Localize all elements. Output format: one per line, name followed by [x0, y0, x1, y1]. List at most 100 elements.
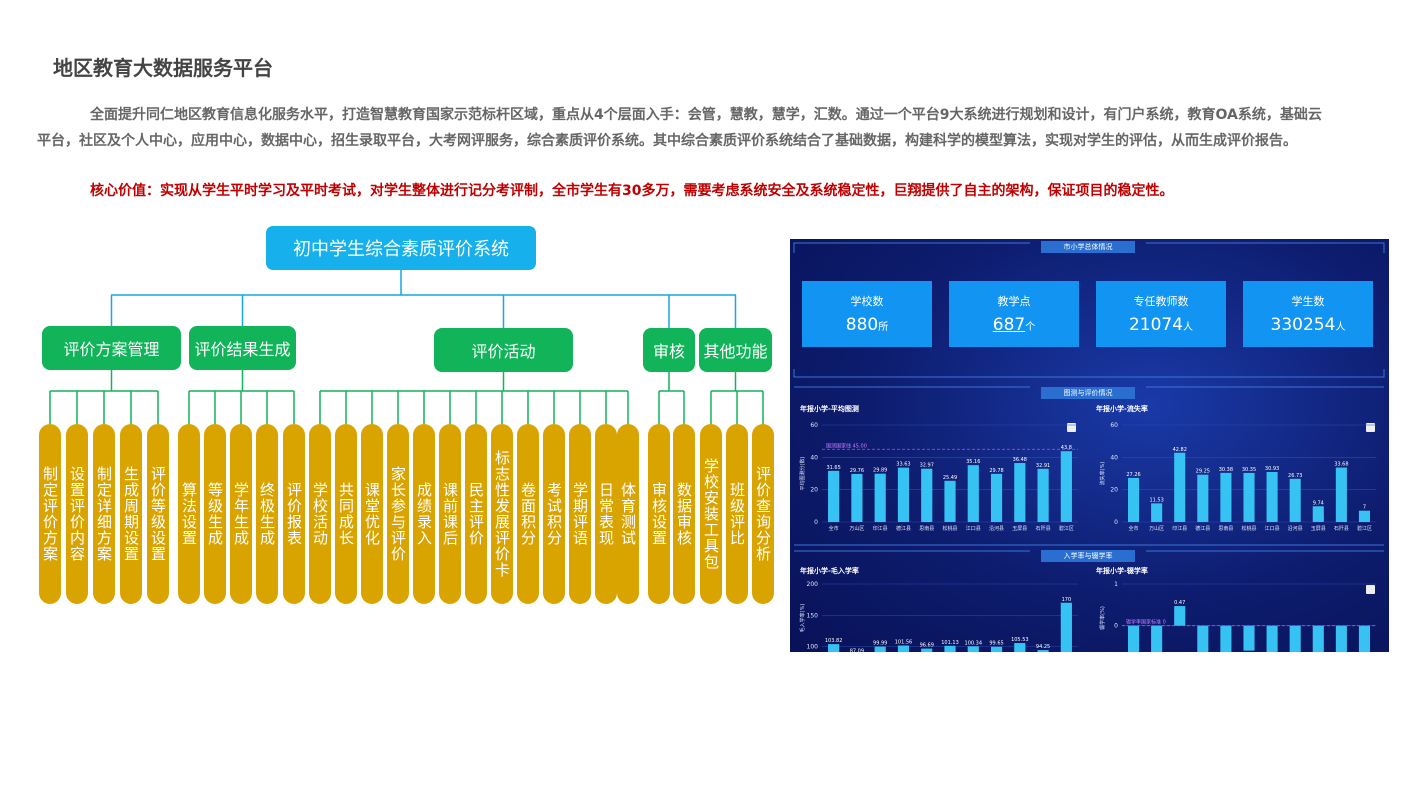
chart-title: 年报小学-平均图测: [800, 405, 859, 413]
bar-value-label: 36.48: [1013, 457, 1027, 463]
stat-value[interactable]: 687个: [992, 315, 1036, 335]
x-tick-label: 沿河县: [989, 525, 1004, 532]
y-tick-label: 200: [807, 581, 819, 588]
section-title-evaluation: 图测与评价情况: [1041, 387, 1135, 399]
bar-value-label: 103.82: [825, 638, 843, 644]
x-tick-label: 全市: [829, 525, 839, 532]
bar: [1266, 471, 1278, 522]
tree-leaf: 学校安装工具包: [700, 424, 722, 604]
tree-category: 评价方案管理: [42, 326, 181, 370]
bar: [921, 468, 933, 522]
chart-title: 年报小学-流失率: [1096, 405, 1148, 413]
tree-leaf: 家长参与评价: [387, 424, 409, 604]
stat-label: 教学点: [997, 295, 1031, 308]
tree-connectors: [49, 270, 764, 424]
bar: [1128, 625, 1140, 652]
bar: [1197, 625, 1209, 652]
y-axis-label: 毛入学率(%): [799, 604, 806, 633]
y-axis-label: 辍学率(%): [1099, 606, 1106, 630]
bar: [1243, 472, 1255, 522]
chart-menu-icon[interactable]: [1067, 423, 1076, 432]
bar-value-label: 29.89: [873, 468, 887, 474]
tree-leaf: 课堂优化: [361, 424, 383, 604]
bar: [828, 470, 840, 522]
bar: [1174, 606, 1186, 626]
bar: [1266, 625, 1278, 652]
x-tick-label: 江口县: [1265, 525, 1280, 532]
bar: [967, 646, 979, 652]
section-title-overview: 市小学总体情况: [1041, 241, 1135, 253]
y-axis-label: 平均图测分(数): [799, 457, 806, 491]
tree-leaf: 设置评价内容: [66, 424, 88, 604]
chart-menu-icon[interactable]: [1366, 585, 1375, 594]
bar: [967, 465, 979, 522]
x-tick-label: 玉屏县: [1012, 526, 1027, 532]
x-tick-label: 思南县: [919, 525, 934, 532]
bar-value-label: 29.78: [989, 468, 1003, 474]
x-tick-label: 德江县: [896, 525, 911, 532]
bar: [1289, 625, 1301, 652]
bar: [990, 473, 1003, 522]
tree-category: 评价活动: [434, 328, 573, 372]
tree-leaf: 学年生成: [230, 424, 252, 604]
bar: [1358, 625, 1370, 652]
bar-value-label: 29.25: [1196, 469, 1210, 475]
bar: [1197, 474, 1209, 522]
bar-value-label: 7: [1363, 505, 1366, 511]
y-tick-label: 60: [810, 422, 818, 429]
stat-card-schools: 学校数 880所: [802, 281, 932, 347]
tree-leaf: 课前课后: [439, 424, 461, 604]
y-axis-label: 流失率(%): [1099, 462, 1106, 486]
tree-root: 初中学生综合素质评价系统: [266, 226, 536, 270]
tree-leaf: 学期评语: [569, 424, 591, 604]
tree-leaf: 卷面积分: [517, 424, 539, 604]
bar-value-label: 27.26: [1126, 472, 1140, 478]
bar: [874, 473, 886, 522]
bar: [944, 480, 956, 522]
tree-leaf: 民主评价: [465, 424, 487, 604]
bar: [1037, 468, 1049, 522]
y-tick-label: 20: [1110, 487, 1118, 494]
bar: [1037, 650, 1049, 652]
bar-value-label: 94.25: [1036, 644, 1050, 650]
bar: [1174, 452, 1186, 522]
chart-menu-icon[interactable]: [1366, 423, 1375, 432]
x-tick-label: 全市: [1129, 525, 1139, 532]
y-tick-label: 0: [1114, 623, 1118, 630]
tree-leaf: 共同成长: [335, 424, 357, 604]
bar-value-label: 32.91: [1036, 463, 1050, 469]
bar-value-label: 25.49: [943, 475, 957, 481]
x-tick-label: 德江县: [1195, 525, 1210, 532]
tree-leaf: 班级评比: [726, 424, 748, 604]
bar-value-label: 9.74: [1313, 500, 1324, 506]
stat-label: 学生数: [1291, 295, 1325, 308]
charts-canvas: 0204060平均图测分(数)31.65全市29.76万山区29.89印江县33…: [799, 422, 1376, 652]
tree-leaf: 审核设置: [648, 424, 670, 604]
bar: [897, 467, 910, 522]
y-tick-label: 20: [810, 487, 818, 494]
bar-value-label: 105.53: [1011, 637, 1028, 643]
bar-value-label: 32.97: [920, 463, 934, 469]
x-tick-label: 碧江区: [1059, 525, 1074, 532]
bar-value-label: 0.47: [1174, 600, 1185, 606]
bar: [1060, 451, 1072, 522]
bar: [897, 645, 910, 652]
stat-card-teaching-points: 教学点 687个: [949, 281, 1079, 347]
bar-value-label: 35.16: [966, 459, 980, 465]
tree-leaf: 考试积分: [543, 424, 565, 604]
tree-leaf: 制定评价方案: [39, 424, 61, 604]
stat-value: 880所: [845, 315, 889, 335]
tree-leaf: 等级生成: [204, 424, 226, 604]
bar-value-label: 43.8: [1061, 445, 1072, 451]
page-title: 地区教育大数据服务平台: [53, 56, 273, 80]
bar: [944, 645, 956, 652]
x-tick-label: 玉屏县: [1311, 526, 1326, 532]
bar-value-label: 33.68: [1334, 462, 1348, 468]
y-tick-label: 40: [810, 454, 818, 461]
y-tick-label: 0: [1114, 519, 1118, 526]
y-tick-label: 40: [1110, 454, 1118, 461]
bar-value-label: 30.38: [1219, 467, 1233, 473]
bar-value-label: 33.63: [896, 462, 910, 468]
bar: [1289, 478, 1301, 522]
x-tick-label: 沿河县: [1288, 525, 1303, 532]
